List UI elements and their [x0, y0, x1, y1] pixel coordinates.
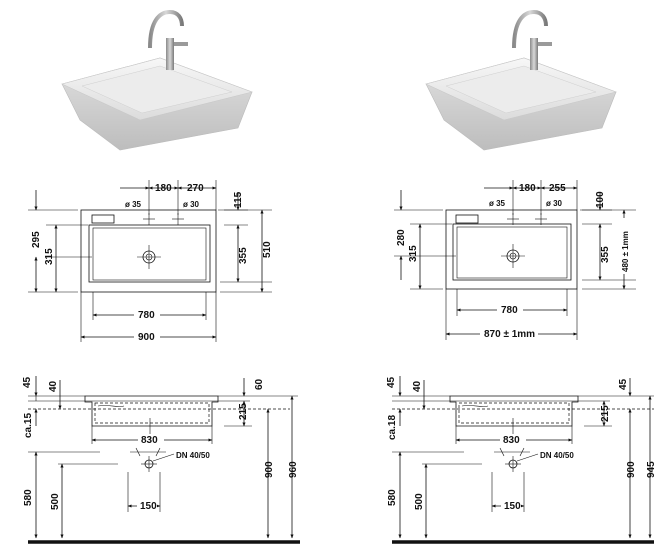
dim-215: 215: [238, 403, 249, 420]
dim-hole-30: ø 30: [183, 200, 200, 209]
dim-960: 960: [288, 461, 299, 478]
dim-900: 900: [138, 332, 155, 343]
dim-315: 315: [408, 245, 419, 262]
right-product-image: [425, 9, 618, 151]
dim-830: 830: [503, 435, 520, 446]
dim-830: 830: [141, 435, 158, 446]
dim-510: 510: [262, 241, 273, 258]
dim-hole-30: ø 30: [546, 199, 563, 208]
dim-60: 60: [254, 378, 265, 390]
dim-ca: ca.15: [23, 413, 34, 438]
dim-45: 45: [22, 376, 33, 388]
dim-180: 180: [519, 183, 536, 194]
dim-500: 500: [50, 493, 61, 510]
dim-45: 45: [386, 376, 397, 388]
dim-900: 900: [264, 461, 275, 478]
dim-180: 180: [155, 183, 172, 194]
dim-dn: DN 40/50: [176, 451, 210, 460]
dim-480: 480 ± 1mm: [621, 231, 630, 272]
left-product-image: [61, 9, 254, 151]
dim-945: 945: [646, 461, 654, 478]
dim-315: 315: [44, 248, 55, 265]
left-section-view: 830 DN 40/50 150 45 40 ca.15 580 500: [22, 376, 300, 544]
dim-355: 355: [600, 246, 611, 263]
dim-280: 280: [396, 229, 407, 246]
dim-150: 150: [504, 501, 521, 512]
dim-500: 500: [414, 493, 425, 510]
dim-870: 870 ± 1mm: [484, 329, 535, 340]
dim-dn: DN 40/50: [540, 451, 574, 460]
dim-hole-35: ø 35: [489, 199, 506, 208]
dim-ca: ca.18: [387, 415, 398, 440]
dim-295: 295: [31, 231, 42, 248]
dim-580: 580: [23, 489, 34, 506]
dim-115: 115: [233, 191, 244, 208]
dim-580: 580: [387, 489, 398, 506]
dim-40: 40: [412, 380, 423, 392]
dim-45b: 45: [618, 378, 629, 390]
right-plan-view: 180 255 ø 35 ø 30 100 355 480 ± 1mm 280 …: [394, 180, 636, 340]
dim-780: 780: [138, 310, 155, 321]
dim-hole-35: ø 35: [125, 200, 142, 209]
right-section-view: 830 DN 40/50 150 45 40 ca.18 580 500: [386, 376, 654, 544]
left-plan-view: 180 270 ø 35 ø 30 115 355 510 295 315: [28, 180, 273, 343]
dim-100: 100: [595, 191, 606, 208]
dim-40: 40: [48, 380, 59, 392]
dim-355: 355: [238, 247, 249, 264]
dim-270: 270: [187, 183, 204, 194]
dim-780: 780: [501, 305, 518, 316]
dim-215: 215: [600, 405, 611, 422]
dim-150: 150: [140, 501, 157, 512]
dim-255: 255: [549, 183, 566, 194]
dim-900: 900: [626, 461, 637, 478]
